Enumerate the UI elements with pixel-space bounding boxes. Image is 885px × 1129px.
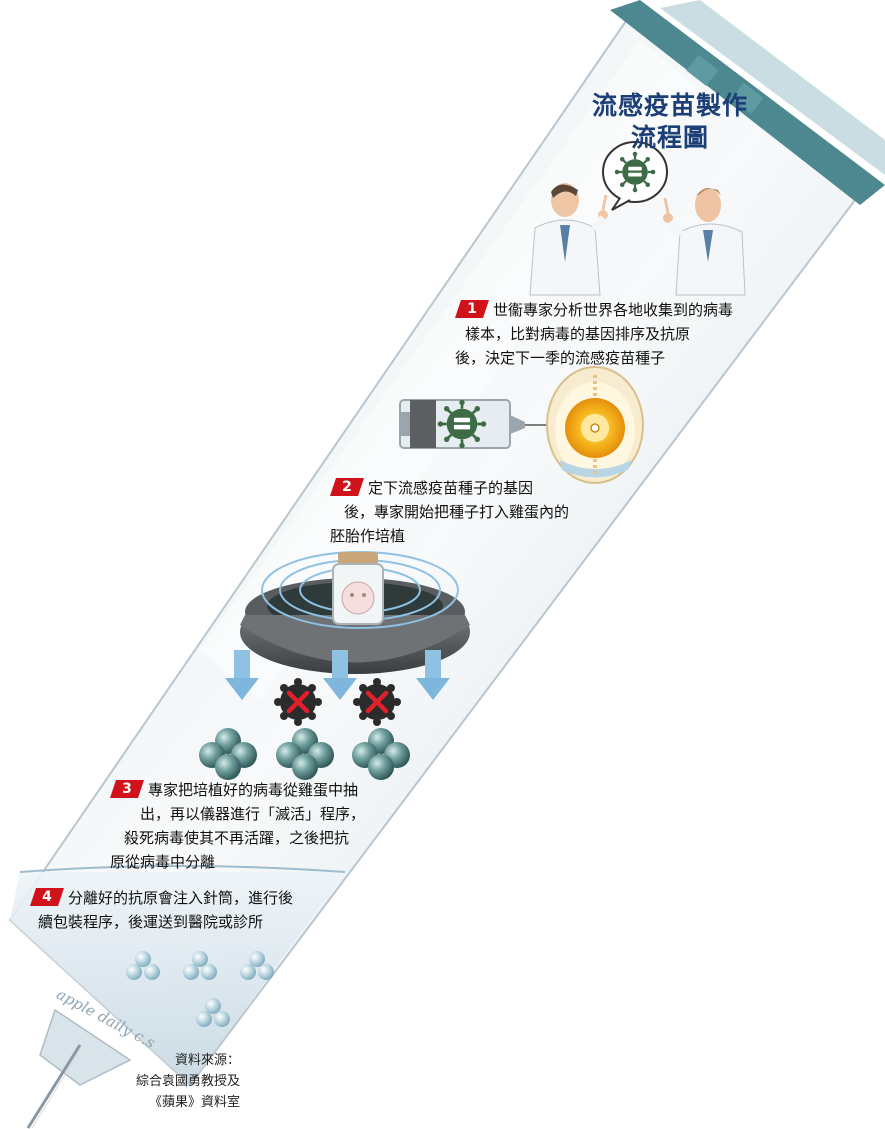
step-badge: 1 [455,300,489,318]
title-line-1: 流感疫苗製作 [591,91,748,120]
step-1-line-1: 世衞專家分析世界各地收集到的病毒 [493,301,734,319]
step-3-line-4: 原從病毒中分離 [110,853,216,871]
step-3-line-2: 出，再以儀器進行「滅活」程序， [140,805,366,823]
doctor-right [663,188,746,296]
title-line-2: 流程圖 [630,123,709,152]
speech-bubble [602,141,668,211]
vial [332,552,384,625]
dead-virus-icon [274,678,322,726]
step-3: 3 專家把培植好的病毒從雞蛋中抽 出，再以儀器進行「滅活」程序， 殺死病毒使其不… [110,778,365,874]
step-4-line-2: 續包裝程序，後運送到醫院或診所 [38,913,264,931]
small-syringe [399,398,593,450]
step-badge: 3 [110,780,144,798]
step-3-line-3: 殺死病毒使其不再活躍，之後把抗 [124,829,350,847]
step-4-line-1: 分離好的抗原會注入針筒，進行後 [68,889,294,907]
source-line-2: 綜合袁國勇教授及 [135,1074,240,1089]
source-credit: 資料來源： 綜合袁國勇教授及 《蘋果》資料室 [95,1050,240,1113]
step-4: 4 分離好的抗原會注入針筒，進行後 續包裝程序，後運送到醫院或診所 [30,886,293,934]
step-2-line-1: 定下流感疫苗種子的基因 [368,479,534,497]
syringe-needle [26,1008,132,1129]
step-badge: 2 [330,478,364,496]
step-1: 1 世衞專家分析世界各地收集到的病毒 樣本，比對病毒的基因排序及抗原 後，決定下… [455,298,733,370]
doctor-left [529,183,608,296]
step-2-line-2: 後，專家開始把種子打入雞蛋內的 [344,503,570,521]
step-3-line-1: 專家把培植好的病毒從雞蛋中抽 [148,781,359,799]
page-title: 流感疫苗製作 流程圖 [585,90,755,154]
step-1-line-2: 樣本，比對病毒的基因排序及抗原 [465,325,691,343]
centrifuge [240,551,470,674]
source-line-1: 資料來源： [174,1053,240,1068]
step-2-line-3: 胚胎作培植 [330,527,406,545]
step-badge: 4 [30,888,64,906]
dead-virus-icon [353,678,401,726]
egg [546,366,644,484]
step-1-line-3: 後，決定下一季的流感疫苗種子 [455,349,666,367]
step-2: 2 定下流感疫苗種子的基因 後，專家開始把種子打入雞蛋內的 胚胎作培植 [330,476,569,548]
source-line-3: 《蘋果》資料室 [148,1095,240,1110]
